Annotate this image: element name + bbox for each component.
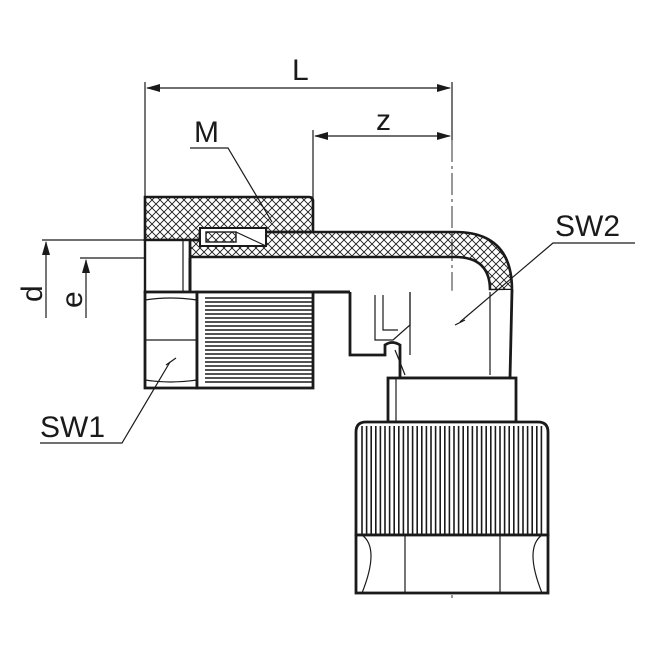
label-d: d [16, 285, 49, 302]
leader-SW1 [40, 361, 171, 444]
leader-SW2 [459, 242, 635, 323]
label-SW2: SW2 [555, 210, 620, 243]
horizontal-union-nut [143, 195, 315, 390]
label-e: e [56, 291, 89, 308]
label-M: M [194, 116, 219, 149]
label-L: L [292, 54, 309, 87]
label-z: z [376, 104, 391, 137]
label-SW1: SW1 [40, 411, 105, 444]
leader-lines [40, 147, 635, 444]
dimension-lines [42, 82, 453, 318]
vertical-union-nut [354, 420, 550, 595]
leader-M [190, 147, 273, 223]
